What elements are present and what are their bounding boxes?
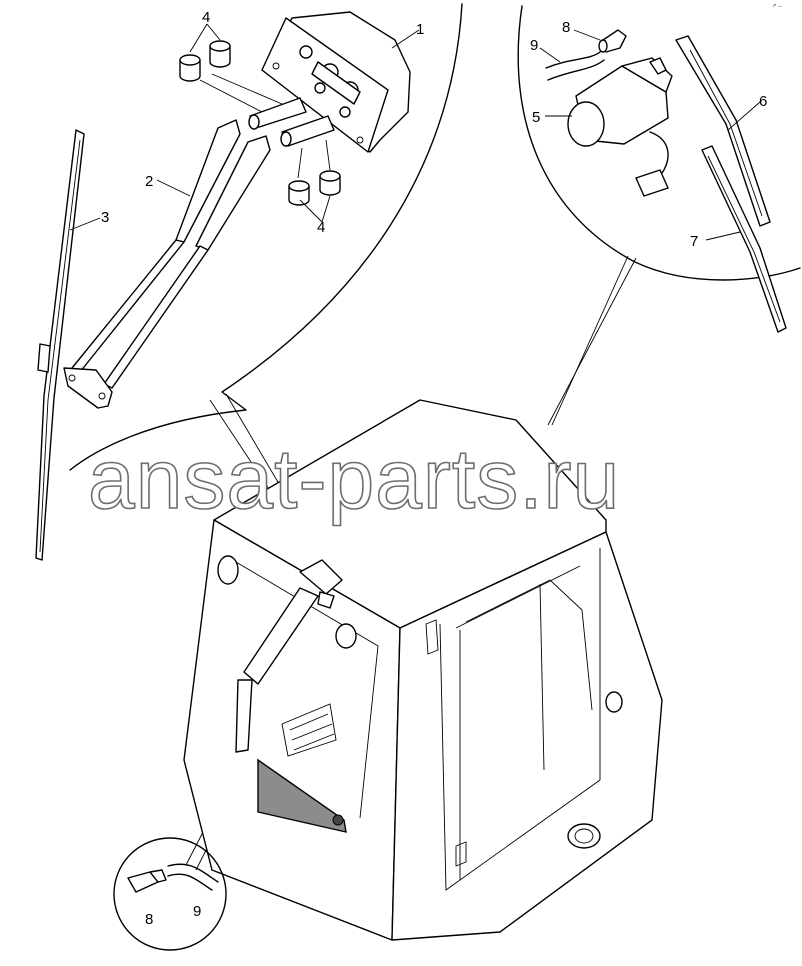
watermark-text: ansat-parts.ru [88, 432, 620, 526]
callout-9-lower: 9 [193, 903, 201, 920]
washer-nozzle-upper [598, 29, 627, 53]
callout-5: 5 [532, 109, 540, 126]
rear-wiper-motor [567, 57, 673, 197]
wiper-blade-left [35, 129, 85, 561]
callout-7: 7 [690, 233, 698, 250]
washer-hose-upper [545, 51, 605, 81]
callout-4-lower: 4 [317, 219, 325, 236]
callout-8-upper: 8 [562, 19, 570, 36]
corner-mark: ↗ ... [772, 3, 783, 9]
rear-wiper-blade [701, 145, 787, 333]
callout-3: 3 [101, 209, 109, 226]
wiper-arm-left [63, 119, 271, 409]
wiper-spindles [199, 73, 335, 179]
cab-body [183, 399, 663, 941]
rear-wiper-arm [675, 35, 771, 227]
callout-2: 2 [145, 173, 153, 190]
leader-right-bubble-b [551, 255, 629, 426]
bushing-set-lower [288, 170, 341, 206]
nozzle-hose-detail-bubble [113, 837, 227, 951]
leader-right-bubble-a [547, 257, 637, 426]
bushing-set-upper [179, 40, 231, 82]
right-detail-bubble [517, 5, 801, 281]
left-detail-bubble [69, 3, 463, 471]
callout-1: 1 [416, 21, 424, 38]
callout-6: 6 [759, 93, 767, 110]
callout-4-upper: 4 [202, 9, 210, 26]
wiper-motor-bracket [261, 11, 411, 153]
callout-9-upper: 9 [530, 37, 538, 54]
callout-8-lower: 8 [145, 911, 153, 928]
